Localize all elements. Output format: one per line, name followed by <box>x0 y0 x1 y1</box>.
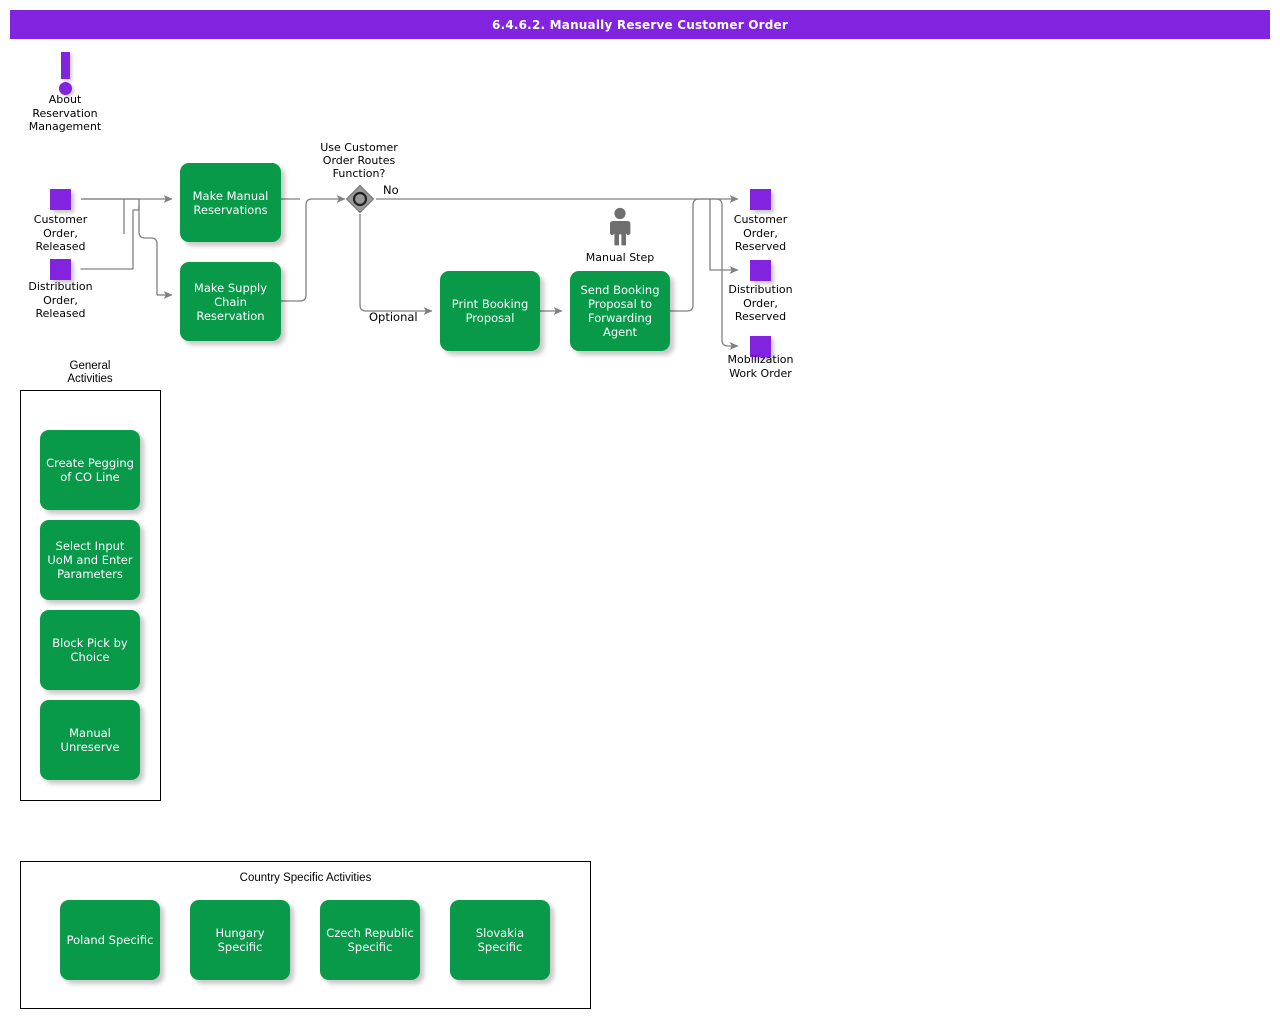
state-mobilization-work-order-label: Mobilization Work Order <box>727 353 794 380</box>
exclamation-bar <box>61 52 70 79</box>
task-make-supply-chain-reservation[interactable]: Make Supply Chain Reservation <box>180 262 281 341</box>
state-distribution-order-released[interactable] <box>50 259 71 280</box>
manual-step-icon <box>606 207 634 251</box>
state-distribution-order-reserved[interactable] <box>750 260 771 281</box>
window-title-bar: 6.4.6.2. Manually Reserve Customer Order <box>10 10 1270 39</box>
task-make-manual-reservations[interactable]: Make Manual Reservations <box>180 163 281 242</box>
gateway-label: Use Customer Order Routes Function? <box>320 141 398 180</box>
general-activities-title: General Activities <box>67 360 113 385</box>
state-customer-order-reserved-label: Customer Order, Reserved <box>733 213 788 253</box>
task-czech-republic-specific[interactable]: Czech Republic Specific <box>320 900 420 980</box>
state-customer-order-reserved[interactable] <box>750 189 771 210</box>
task-block-pick-by-choice[interactable]: Block Pick by Choice <box>40 610 140 690</box>
country-specific-activities-title: Country Specific Activities <box>239 872 372 884</box>
state-customer-order-released-label: Customer Order, Released <box>33 213 88 253</box>
state-distribution-order-reserved-label: Distribution Order, Reserved <box>728 283 793 323</box>
task-hungary-specific[interactable]: Hungary Specific <box>190 900 290 980</box>
task-slovakia-specific[interactable]: Slovakia Specific <box>450 900 550 980</box>
exclamation-icon <box>55 52 77 97</box>
task-print-booking-proposal[interactable]: Print Booking Proposal <box>440 271 540 351</box>
task-select-input-uom-and-enter-parameters[interactable]: Select Input UoM and Enter Parameters <box>40 520 140 600</box>
state-distribution-order-released-label: Distribution Order, Released <box>28 280 93 320</box>
task-manual-unreserve[interactable]: Manual Unreserve <box>40 700 140 780</box>
task-create-pegging-of-co-line[interactable]: Create Pegging of CO Line <box>40 430 140 510</box>
state-customer-order-released[interactable] <box>50 189 71 210</box>
page-title: 6.4.6.2. Manually Reserve Customer Order <box>492 17 788 32</box>
exclamation-dot <box>59 82 72 95</box>
flow-label-optional: Optional <box>369 310 418 324</box>
task-poland-specific[interactable]: Poland Specific <box>60 900 160 980</box>
flow-label-no: No <box>383 183 399 197</box>
use-customer-order-routes-function-gateway[interactable] <box>345 184 375 214</box>
about-reservation-management-label[interactable]: About Reservation Management <box>28 93 102 133</box>
manual-step-label: Manual Step <box>585 251 655 264</box>
task-send-booking-proposal-to-forwarding-agent[interactable]: Send Booking Proposal to Forwarding Agen… <box>570 271 670 351</box>
state-mobilization-work-order[interactable] <box>750 336 771 357</box>
